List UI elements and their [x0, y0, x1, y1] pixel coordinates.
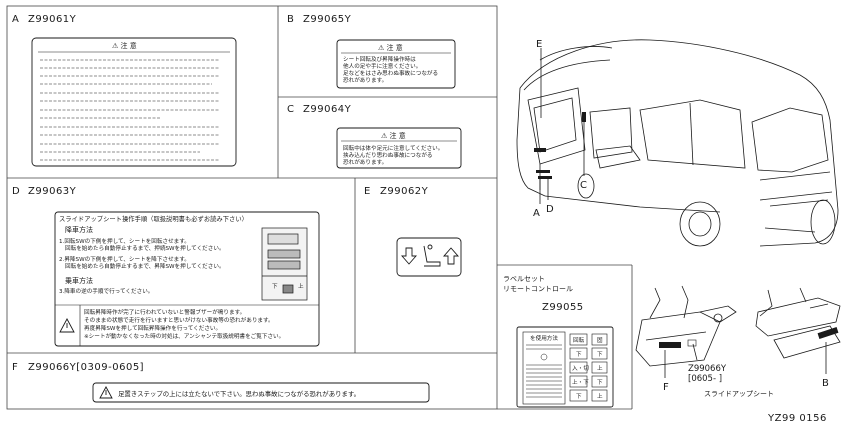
label-d-step-2b: 回転を始めたら自動停止するまで、昇降SWを押してください。: [65, 262, 225, 270]
panel-b: B Z99065Y ⚠ 注 意 シート回転及び昇降操作時は 他人の足や手に注意く…: [287, 14, 456, 89]
label-d-step-1a: 1.回転SWの下側を押して、シートを回転させます。: [59, 237, 190, 245]
remote-buttons-left: [569, 333, 588, 402]
label-b-line-3: 足などをはさみ思わぬ事故につながる: [343, 69, 438, 77]
remote-instruction-lines: [526, 344, 562, 398]
panel-e: E Z99062Y: [364, 186, 462, 277]
remote-btn-right-2: 下: [597, 351, 603, 358]
panel-f: F Z99066Y[0309-0605] 足置きステップの上には立たないで下さい…: [12, 362, 430, 403]
callout-e: E: [536, 39, 543, 50]
callout-b-seat: B: [822, 378, 829, 389]
label-set-subtitle: リモートコントロール: [503, 285, 573, 293]
label-b-line-4: 恐れがあります。: [343, 76, 387, 84]
label-d-section-2: 乗車方法: [65, 276, 93, 285]
panel-a-letter: A: [12, 14, 19, 25]
label-a: [31, 37, 237, 167]
label-d-warn-3: 再度昇降SWを押して回転昇降操作を行ってください。: [84, 324, 221, 332]
seat-switch-illustration: [261, 227, 308, 301]
panel-e-code: Z99062Y: [380, 186, 429, 197]
label-b-line-2: 他人の足や手に注意ください。: [343, 62, 421, 70]
minivan-illustration: [516, 39, 839, 247]
panel-grid: [6, 5, 633, 410]
label-d: [54, 211, 320, 347]
remote-buttons-right: [591, 333, 608, 402]
panel-d-code: Z99063Y: [28, 186, 77, 197]
remote-btn-right-3: 上: [597, 364, 603, 372]
label-e: [396, 237, 462, 277]
label-set-code: Z99055: [542, 302, 584, 313]
label-set-panel: ラベルセット リモートコントロール Z99055 を使用方法: [503, 275, 614, 408]
callout-c: C: [580, 180, 587, 191]
remote-btn-left-1: 回転: [573, 337, 585, 344]
panel-d-letter: D: [12, 186, 20, 197]
label-d-warn-1: 回転昇降時作が完了に行われていないと警報ブザーが鳴ります。: [84, 308, 245, 316]
label-d-step-3: 3.降車の逆の手順で行ってください。: [59, 287, 153, 295]
callout-a: A: [533, 208, 540, 219]
panel-b-code: Z99065Y: [303, 14, 352, 25]
label-d-warn-4: ※シートが動かなくなった時の対処は、アンシャンテ取扱説明書をご覧下さい。: [84, 332, 284, 340]
label-c-line-1: 回転中は体や足元に注意してください。: [343, 144, 443, 152]
remote-btn-left-3: 入・切: [572, 365, 589, 372]
label-f: [92, 382, 430, 403]
label-b-line-1: シート回転及び昇降操作時は: [343, 55, 416, 63]
panel-b-letter: B: [287, 14, 294, 25]
arrow-up-icon: [443, 247, 459, 265]
label-d-step-1b: 回転を始めたら自動停止するまで、押続SWを押してください。: [65, 244, 225, 252]
label-f-warning: 足置きステップの上には立たないで下さい。思わぬ事故につながる恐れがあります。: [118, 389, 360, 398]
warning-triangle-icon: [59, 318, 75, 333]
remote-btn-right-1: 固: [597, 337, 603, 344]
remote-btn-left-4: 上・下: [572, 378, 589, 386]
label-set-title: ラベルセット: [503, 275, 545, 283]
label-b-title: ⚠ 注 意: [378, 43, 403, 52]
panel-f-code: Z99066Y[0309-0605]: [28, 362, 144, 373]
car-labels: [534, 112, 586, 179]
panel-e-letter: E: [364, 186, 371, 197]
label-a-title: ⚠ 注 意: [112, 41, 137, 50]
panel-d: D Z99063Y スライドアップシート操作手順（取扱説明書も必ずお読み下さい）…: [12, 186, 320, 347]
arrow-down-icon: [401, 247, 417, 265]
panel-a-code: Z99061Y: [28, 14, 77, 25]
label-c-line-3: 恐れがあります。: [343, 158, 387, 166]
panel-c-letter: C: [287, 104, 294, 115]
seat-step-labels: [659, 327, 839, 348]
switch-label-down: 下: [272, 283, 278, 290]
label-c: [336, 127, 462, 169]
diagram-id: YZ99 0156: [767, 413, 827, 424]
remote-title: を使用方法: [530, 334, 558, 342]
remote-btn-right-5: 上: [597, 392, 603, 400]
seat-caption: スライドアップシート: [704, 390, 774, 398]
label-d-step-2a: 2.昇降SWの下側を押して、シートを降下させます。: [59, 255, 190, 263]
panel-a: A Z99061Y ⚠ 注 意: [12, 14, 237, 167]
label-a-text-lines: [40, 59, 220, 161]
seat-icon: [423, 244, 441, 267]
remote-label: [516, 326, 614, 408]
label-c-title: ⚠ 注 意: [381, 131, 406, 140]
label-c-line-2: 挟み込んだり思わぬ事故につながる: [343, 151, 433, 159]
warning-triangle-icon: [99, 386, 113, 399]
label-d-title: スライドアップシート操作手順（取扱説明書も必ずお読み下さい）: [59, 214, 248, 223]
remote-btn-right-4: 下: [597, 379, 603, 386]
seat-code-range: [0605- ]: [688, 374, 722, 384]
panel-f-letter: F: [12, 362, 18, 373]
seat-code-z99066y: Z99066Y: [688, 364, 727, 374]
callout-d: D: [546, 204, 554, 215]
label-d-warn-2: そのままの状態で走行を行いますと思いがけない事故等の恐れがあります。: [84, 316, 274, 324]
panel-c: C Z99064Y ⚠ 注 意 回転中は体や足元に注意してください。 挟み込んだ…: [287, 104, 462, 169]
label-b: [336, 39, 456, 89]
remote-btn-left-2: 下: [576, 351, 582, 358]
switch-label-up: 上: [298, 282, 304, 290]
seat-step-illustration: [635, 285, 841, 378]
remote-btn-left-5: 下: [576, 393, 582, 400]
label-d-section-1: 降車方法: [65, 225, 93, 234]
panel-c-code: Z99064Y: [303, 104, 352, 115]
callout-f-seat: F: [663, 382, 669, 393]
